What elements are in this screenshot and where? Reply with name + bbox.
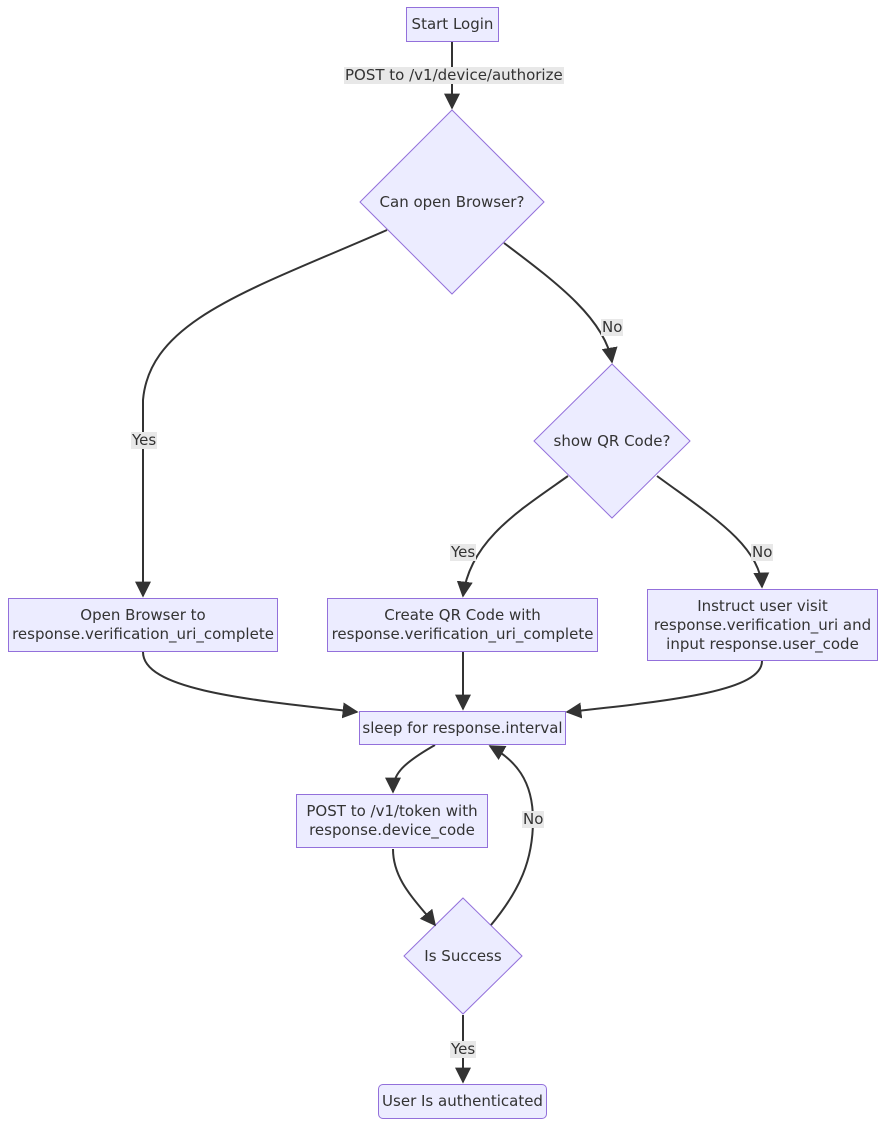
edge-label-success-no: No [522, 810, 545, 828]
edge-label-success-yes: Yes [450, 1040, 477, 1058]
edge-browser-yes [135, 229, 388, 598]
edge-success-no-loop [488, 745, 535, 926]
sleep-interval-label: sleep for response.interval [362, 718, 563, 737]
node-show-qr-code-label: show QR Code? [542, 427, 682, 455]
node-user-authenticated: User Is authenticated [378, 1084, 547, 1119]
create-qr-line1: Create QR Code with [384, 606, 541, 624]
node-instruct-user: Instruct user visit response.verificatio… [647, 589, 878, 661]
diamond-show-qr-code [533, 363, 691, 519]
instruct-user-line2: response.verification_uri and [653, 615, 872, 634]
node-start-login-label: Start Login [411, 15, 494, 33]
create-qr-line2: response.verification_uri_complete [331, 625, 594, 643]
node-post-token: POST to /v1/token with response.device_c… [296, 794, 488, 848]
open-browser-line2: response.verification_uri_complete [12, 625, 274, 643]
edge-label-browser-yes: Yes [131, 431, 158, 449]
can-open-browser-text: Can open Browser? [379, 193, 525, 211]
post-token-line2: response.device_code [309, 821, 475, 839]
node-can-open-browser-label: Can open Browser? [372, 188, 532, 216]
post-token-line1: POST to /v1/token with [306, 802, 478, 820]
node-open-browser: Open Browser to response.verification_ur… [8, 598, 278, 652]
instruct-user-line1: Instruct user visit [697, 596, 828, 615]
edge-label-qr-no: No [751, 543, 774, 561]
edge-browser-no [503, 242, 618, 364]
node-is-success-label: Is Success [413, 942, 513, 970]
edge-label-qr-yes: Yes [450, 543, 477, 561]
open-browser-line1: Open Browser to [80, 606, 206, 624]
edge-instruct-to-sleep [565, 660, 763, 719]
edge-label-browser-no: No [601, 318, 624, 336]
edge-post-token-to-success [392, 848, 436, 927]
show-qr-code-text: show QR Code? [553, 432, 671, 450]
node-create-qr-code: Create QR Code with response.verificatio… [327, 598, 598, 652]
edge-label-authorize: POST to /v1/device/authorize [344, 66, 564, 84]
is-success-text: Is Success [424, 947, 502, 965]
edge-qr-yes [456, 475, 569, 598]
user-authenticated-label: User Is authenticated [382, 1092, 543, 1110]
edge-qr-no [656, 475, 770, 589]
node-start-login: Start Login [406, 7, 499, 42]
edge-open-browser-to-sleep [142, 651, 359, 719]
node-sleep-interval: sleep for response.interval [359, 711, 566, 745]
diamond-can-open-browser [359, 109, 545, 295]
instruct-user-line3: input response.user_code [666, 634, 859, 653]
edge-sleep-to-post-token [385, 744, 436, 794]
diamond-is-success [403, 897, 523, 1015]
